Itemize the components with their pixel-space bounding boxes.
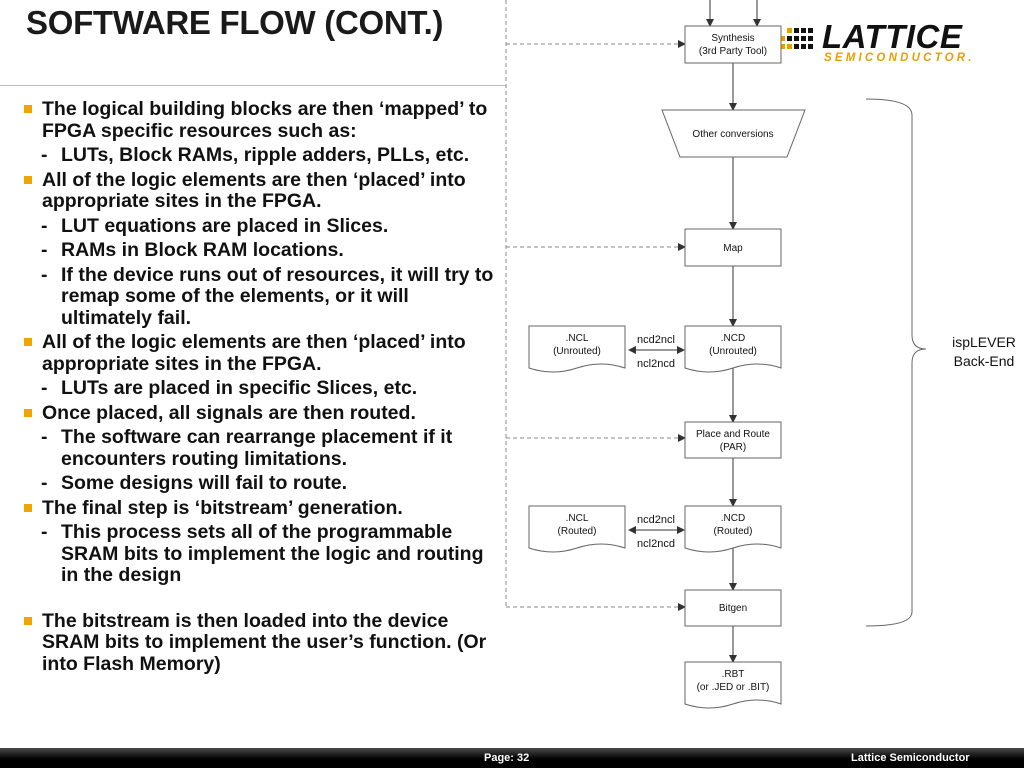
brace-label-line2: Back-End	[954, 353, 1015, 369]
square-bullet-icon	[24, 616, 32, 625]
slide-title: SOFTWARE FLOW (CONT.)	[26, 4, 444, 41]
logo-subtitle: SEMICONDUCTOR.	[824, 52, 975, 64]
logo-grid-icon	[780, 28, 813, 49]
footer-bar: Page: 32 Lattice Semiconductor	[0, 748, 1024, 768]
rbt-doc	[684, 661, 782, 709]
bullet-item: Once placed, all signals are then routed…	[24, 401, 504, 425]
bullet-text: LUT equations are placed in Slices.	[61, 214, 389, 237]
sub-bullet-item: -RAMs in Block RAM locations.	[24, 239, 504, 262]
dash-bullet-icon: -	[41, 521, 48, 543]
bitgen-label: Bitgen	[719, 603, 747, 614]
bullet-text: Some designs will fail to route.	[61, 472, 348, 494]
bullet-text: The logical building blocks are then ‘ma…	[42, 98, 488, 142]
other-conversions-label: Other conversions	[692, 129, 773, 140]
rbt-label-line2: (or .JED or .BIT)	[697, 682, 770, 693]
synthesis-box	[684, 25, 782, 64]
lattice-logo: LATTICE SEMICONDUCTOR.	[778, 18, 1008, 70]
sub-bullet-item: -This process sets all of the programmab…	[24, 521, 504, 587]
ncd-unrouted-label-line1: .NCD	[721, 333, 745, 344]
footer-company: Lattice Semiconductor	[851, 752, 970, 764]
square-bullet-icon	[24, 105, 32, 113]
dash-bullet-icon: -	[41, 239, 48, 261]
bullet-text: Once placed, all signals are then routed…	[42, 401, 416, 424]
ncl-routed-label-line2: (Routed)	[558, 526, 597, 537]
logo-wordmark: LATTICE	[822, 18, 963, 55]
bullet-text: The software can rearrange placement if …	[61, 426, 453, 470]
bullet-text: RAMs in Block RAM locations.	[61, 239, 344, 261]
square-bullet-icon	[24, 503, 32, 512]
dash-bullet-icon: -	[41, 426, 48, 448]
ncl-unrouted-label-line1: .NCL	[566, 333, 589, 344]
sub-bullet-item: -LUT equations are placed in Slices.	[24, 214, 504, 238]
map-label: Map	[723, 243, 743, 254]
ncd-routed-label-line1: .NCD	[721, 513, 745, 524]
synthesis-label-line2: (3rd Party Tool)	[699, 46, 767, 57]
ncl-unrouted-label-line2: (Unrouted)	[553, 346, 601, 357]
synthesis-label-line1: Synthesis	[711, 33, 754, 44]
ncl-unrouted-doc	[528, 325, 626, 373]
bullet-item: The bitstream is then loaded into the de…	[24, 609, 504, 676]
sub-bullet-item: -Some designs will fail to route.	[24, 472, 504, 495]
dash-bullet-icon: -	[41, 144, 48, 166]
square-bullet-icon	[24, 408, 32, 417]
bullet-text: All of the logic elements are then ‘plac…	[42, 168, 466, 212]
ncl2ncd-label: ncl2ncd	[637, 538, 675, 550]
page-number: Page: 32	[484, 752, 530, 764]
place-route-label-line2: (PAR)	[720, 442, 746, 453]
square-bullet-icon	[24, 338, 32, 346]
ncd-unrouted-doc	[684, 325, 782, 373]
dash-bullet-icon: -	[41, 214, 48, 237]
back-end-brace	[865, 98, 927, 627]
dash-bullet-icon: -	[41, 472, 48, 494]
ncd-routed-doc	[684, 505, 782, 553]
ncd-unrouted-label-line2: (Unrouted)	[709, 346, 757, 357]
bullet-text: The final step is ‘bitstream’ generation…	[42, 496, 403, 519]
bullet-list: The logical building blocks are then ‘ma…	[24, 98, 504, 678]
square-bullet-icon	[24, 175, 32, 184]
bullet-text: This process sets all of the programmabl…	[61, 521, 484, 586]
ncl2ncd-label: ncl2ncd	[637, 358, 675, 370]
rbt-label-line1: .RBT	[722, 669, 745, 680]
dash-bullet-icon: -	[41, 377, 48, 399]
bullet-text: The bitstream is then loaded into the de…	[42, 609, 487, 675]
bullet-text: LUTs, Block RAMs, ripple adders, PLLs, e…	[61, 144, 470, 166]
bullet-text: LUTs are placed in specific Slices, etc.	[61, 377, 418, 399]
sub-bullet-item: -LUTs are placed in specific Slices, etc…	[24, 377, 504, 400]
ncl-routed-doc	[528, 505, 626, 553]
ncd-routed-label-line2: (Routed)	[714, 526, 753, 537]
bullet-text: All of the logic elements are then ‘plac…	[42, 331, 466, 375]
bitgen-box	[684, 589, 782, 627]
sub-bullet-item: -If the device runs out of resources, it…	[24, 263, 504, 330]
other-conversions-box	[661, 109, 806, 158]
map-box	[684, 228, 782, 267]
ncd2ncl-label: ncd2ncl	[637, 514, 675, 526]
bullet-item: All of the logic elements are then ‘plac…	[24, 168, 504, 213]
bullet-item: The final step is ‘bitstream’ generation…	[24, 496, 504, 520]
bullet-text: If the device runs out of resources, it …	[61, 263, 494, 329]
ncl-routed-label-line1: .NCL	[566, 513, 589, 524]
ncd2ncl-label: ncd2ncl	[637, 334, 675, 346]
bullet-item: All of the logic elements are then ‘plac…	[24, 331, 504, 375]
sub-bullet-item: -The software can rearrange placement if…	[24, 426, 504, 470]
brace-label-line1: ispLEVER	[952, 334, 1016, 350]
dash-bullet-icon: -	[41, 263, 48, 286]
place-route-label-line1: Place and Route	[696, 429, 770, 440]
bullet-item: The logical building blocks are then ‘ma…	[24, 98, 504, 142]
place-route-box	[684, 421, 782, 459]
sub-bullet-item: -LUTs, Block RAMs, ripple adders, PLLs, …	[24, 144, 504, 167]
title-divider	[0, 85, 506, 86]
